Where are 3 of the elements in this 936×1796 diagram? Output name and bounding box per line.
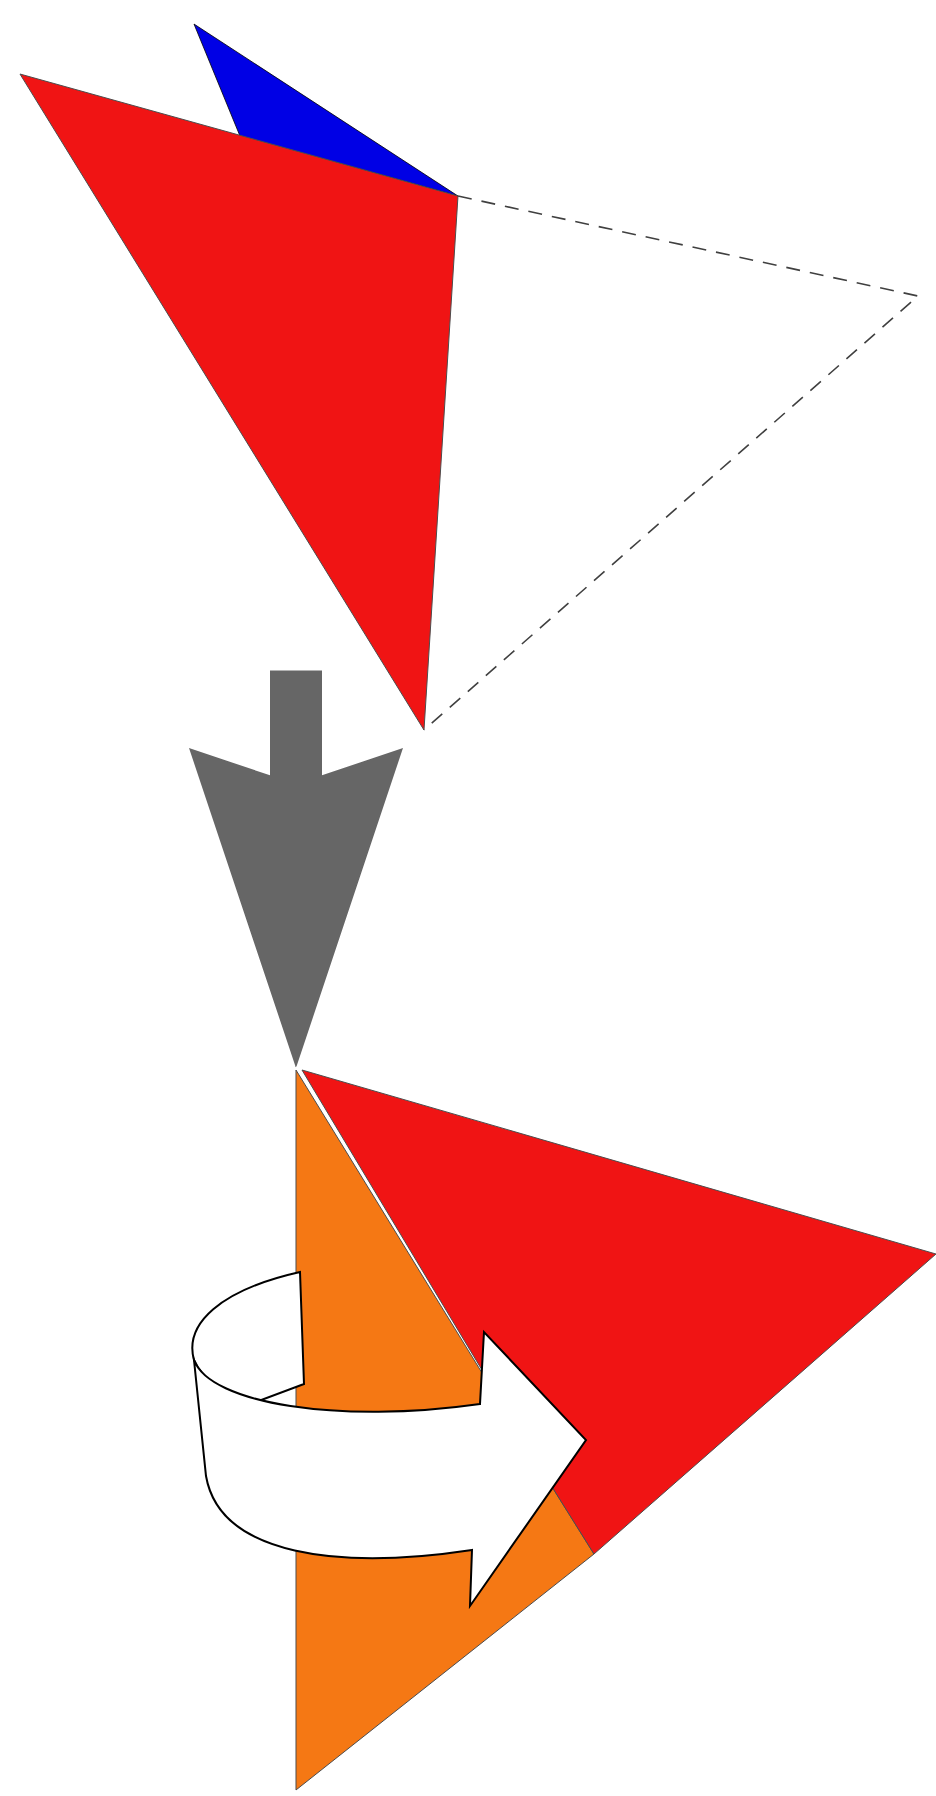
origami-drawing bbox=[191, 1069, 936, 1791]
fold-arrow bbox=[189, 670, 403, 1068]
origami-drawing bbox=[19, 23, 920, 731]
